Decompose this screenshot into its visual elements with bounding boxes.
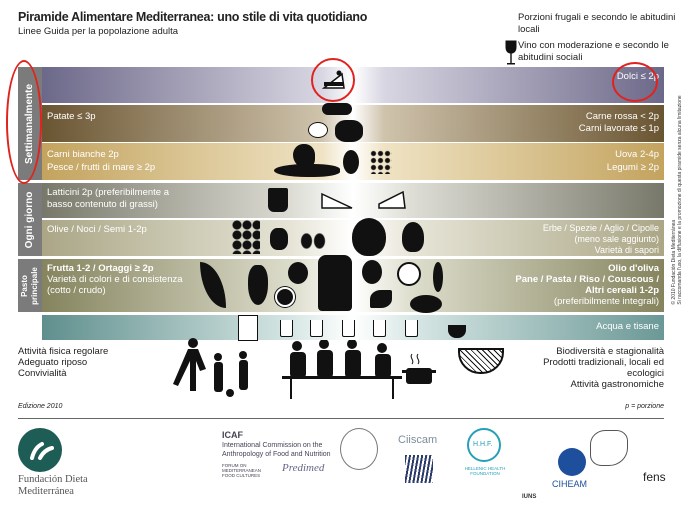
chicken-leg-icon — [293, 144, 315, 168]
ciheam-logo: CIHEAM — [552, 479, 588, 489]
garlic-icon — [402, 222, 424, 252]
dinner-table-silhouette — [282, 339, 402, 405]
onion-icon — [352, 218, 386, 256]
grapes-icon — [248, 265, 268, 305]
egg-icon — [343, 150, 359, 174]
apple-icon — [288, 262, 308, 284]
olives-label: Olive / Noci / Semi 1-2p — [47, 224, 147, 235]
poultry-label: Carni bianche 2p — [47, 149, 119, 160]
cheese-wedge-icon — [375, 190, 409, 217]
ciheam-emblem — [558, 448, 586, 476]
tea-cup-icon — [448, 325, 466, 338]
herbs-icon — [270, 228, 288, 250]
herbs-label: Erbe / Spezie / Aglio / Cipolle(meno sal… — [542, 223, 659, 255]
africa-map-logo — [590, 430, 628, 466]
university-seal-logo — [340, 428, 378, 470]
cheese-icon — [320, 190, 354, 217]
icaf-logo: ICAF — [222, 430, 243, 440]
family-activity-silhouette — [158, 335, 268, 402]
processed-meat-label: Carni lavorate ≤ 1p — [578, 123, 659, 134]
water-glass-icon — [342, 320, 355, 337]
spinach-icon — [370, 290, 392, 308]
fish-icon — [274, 164, 340, 177]
edition-label: Edizione 2010 — [18, 403, 63, 410]
iuns-logo: IUNS — [522, 494, 537, 500]
artichoke-icon — [362, 260, 382, 284]
orange-icon — [275, 287, 295, 307]
water-glass-icon — [280, 320, 293, 337]
fish-label: Pesce / frutti di mare ≥ 2p — [47, 162, 156, 173]
highlight-weekly-label — [6, 60, 42, 184]
wine-note: Vino con moderazione e secondo le abitud… — [518, 40, 669, 63]
olive-oil-jug-icon — [318, 255, 352, 311]
icaf-full-name: International Commission on the Anthropo… — [222, 442, 331, 458]
potatoes-label: Patate ≤ 3p — [47, 111, 96, 122]
band-dairy: Latticini 2p (preferibilmente a basso co… — [42, 183, 664, 218]
dairy-label-2: basso contenuto di grassi) — [47, 199, 158, 210]
highlight-sweets-label — [612, 62, 658, 102]
olives-icon — [300, 232, 326, 250]
lettuce-icon — [397, 262, 421, 286]
legumes-label: Legumi ≥ 2p — [606, 162, 659, 173]
highlight-cake — [311, 58, 355, 102]
yogurt-icon — [268, 188, 288, 212]
forum-logo: FORUM ON MEDITERRANEAN FOOD CULTURES — [222, 463, 262, 478]
basket-icon — [458, 348, 504, 374]
red-meat-label: Carne rossa < 2p — [585, 111, 659, 122]
portion-note: p = porzione — [625, 403, 664, 410]
wine-glass-icon — [505, 40, 517, 66]
predimed-logo: Predimed — [282, 462, 325, 474]
page-title: Piramide Alimentare Mediterranea: uno st… — [18, 10, 368, 24]
harokopio-logo — [405, 455, 433, 483]
dairy-label-1: Latticini 2p (preferibilmente a — [47, 187, 169, 198]
page-subtitle: Linee Guida per la popolazione adulta — [18, 26, 179, 37]
fens-logo: fens — [643, 470, 666, 484]
fdm-logo-text: Fundación Dieta Mediterránea — [18, 474, 88, 497]
hhf-logo: H.H.F. — [467, 428, 501, 462]
wheat-icon — [433, 262, 443, 292]
water-glass-icon — [310, 320, 323, 337]
fdm-logo — [18, 428, 62, 472]
side-label-daily: Ogni giorno — [18, 183, 42, 256]
eggs-label: Uova 2-4p — [615, 149, 659, 160]
steak-icon — [335, 120, 363, 142]
bread-icon — [410, 295, 442, 313]
hhf-full-name: HELLENIC HEALTH FOUNDATION — [464, 466, 506, 476]
potato-icon — [308, 122, 328, 138]
ciiscam-logo: Ciiscam — [398, 434, 438, 446]
water-label: Acqua e tisane — [596, 321, 659, 332]
water-glass-icon — [373, 320, 386, 337]
nuts-icon — [232, 220, 260, 254]
side-label-meal: Pasto principale — [18, 259, 42, 312]
divider — [18, 418, 664, 419]
frugal-note: Porzioni frugali e secondo le abitudini … — [518, 12, 676, 35]
sausage-icon — [322, 103, 352, 115]
water-glass-icon — [405, 320, 418, 337]
water-pitcher-icon — [238, 315, 258, 341]
cooking-pot-icon — [400, 352, 440, 397]
beans-icon — [370, 150, 392, 174]
